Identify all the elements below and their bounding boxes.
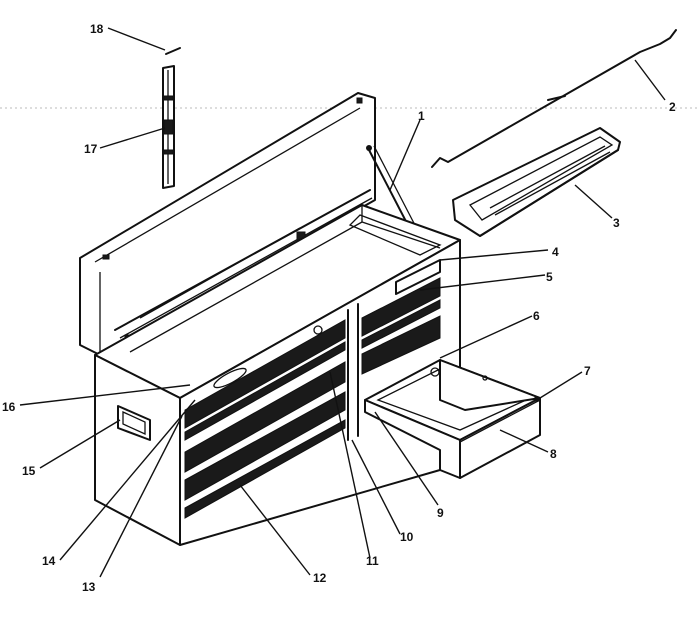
callout-6: 6 bbox=[533, 309, 540, 323]
callouts: 1 2 3 4 5 6 7 8 9 10 11 12 13 14 15 16 1… bbox=[2, 22, 676, 594]
piano-hinge bbox=[162, 47, 181, 189]
open-drawer bbox=[364, 359, 541, 479]
callout-13: 13 bbox=[82, 580, 96, 594]
hinge-rod bbox=[431, 29, 677, 168]
callout-18: 18 bbox=[90, 22, 104, 36]
callout-10: 10 bbox=[400, 530, 414, 544]
lid-stay bbox=[366, 145, 419, 234]
callout-11: 11 bbox=[366, 554, 379, 568]
callout-5: 5 bbox=[546, 270, 553, 284]
callout-8: 8 bbox=[550, 447, 557, 461]
callout-16: 16 bbox=[2, 400, 16, 414]
chest-body bbox=[94, 204, 461, 546]
callout-15: 15 bbox=[22, 464, 36, 478]
callout-7: 7 bbox=[584, 364, 591, 378]
callout-2: 2 bbox=[669, 100, 676, 114]
callout-12: 12 bbox=[313, 571, 327, 585]
callout-3: 3 bbox=[613, 216, 620, 230]
leader-lines bbox=[19, 27, 666, 578]
callout-17: 17 bbox=[84, 142, 98, 156]
callout-4: 4 bbox=[552, 245, 559, 259]
callout-9: 9 bbox=[437, 506, 444, 520]
tool-tray bbox=[452, 127, 621, 237]
callout-1: 1 bbox=[418, 109, 425, 123]
callout-14: 14 bbox=[42, 554, 56, 568]
